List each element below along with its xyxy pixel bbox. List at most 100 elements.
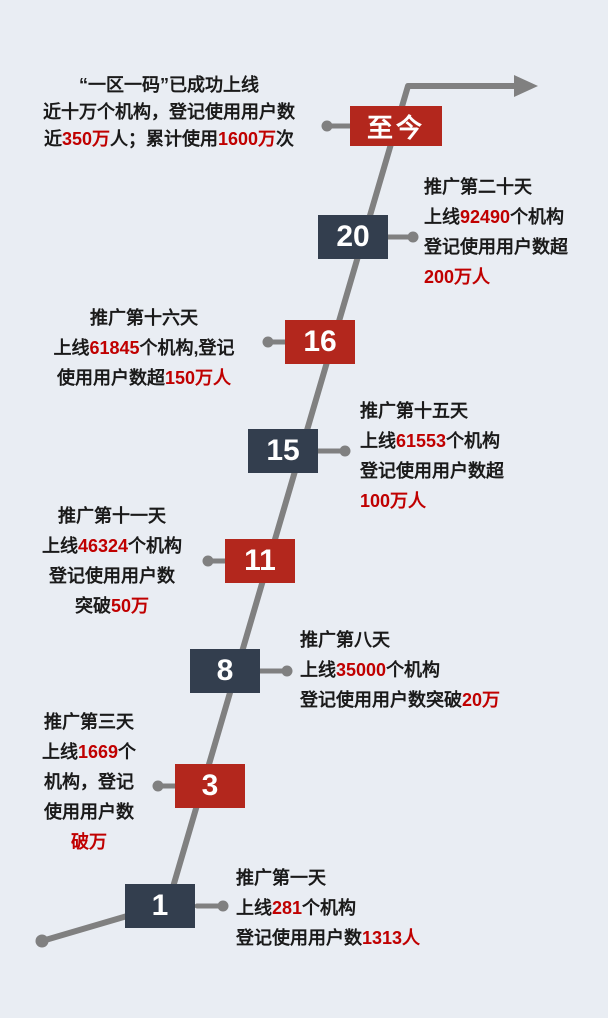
text-line: 200万人 xyxy=(424,262,604,292)
text-segment: 上线 xyxy=(360,431,396,451)
text-segment: 个机构 xyxy=(386,660,441,680)
milestone-text-today: “一区一码”已成功上线 近十万个机构，登记使用用户数 近350万人；累计使用16… xyxy=(14,72,324,153)
highlight-text: 1313人 xyxy=(362,928,421,948)
text-segment: 登记使用用户数 xyxy=(236,928,362,948)
highlight-text: 50万 xyxy=(110,596,150,616)
text-line: 推广第十六天 xyxy=(24,303,264,333)
text-line: 100万人 xyxy=(360,486,570,516)
text-segment: 上线 xyxy=(424,207,460,227)
text-segment: 推广第十五天 xyxy=(360,401,468,421)
text-line: 上线35000个机构 xyxy=(300,655,560,685)
text-line: 上线61845个机构,登记 xyxy=(24,333,264,363)
text-segment: “一区一码”已成功上线 xyxy=(79,75,259,95)
text-line: 推广第八天 xyxy=(300,625,560,655)
text-line: 登记使用用户数1313人 xyxy=(236,923,486,953)
text-line: 突破50万 xyxy=(20,591,204,621)
text-line: 上线46324个机构 xyxy=(20,531,204,561)
text-segment: 个机构 xyxy=(446,431,501,451)
text-line: 近350万人；累计使用1600万次 xyxy=(14,126,324,153)
text-segment: 个机构,登记 xyxy=(139,338,235,358)
highlight-text: 92490 xyxy=(460,207,511,227)
highlight-text: 100万人 xyxy=(360,491,427,511)
text-segment: 个机构 xyxy=(128,536,183,556)
connector-day20 xyxy=(385,231,419,243)
connector-day1 xyxy=(194,900,229,912)
text-line: 登记使用用户数超 xyxy=(424,232,604,262)
text-line: 推广第十一天 xyxy=(20,501,204,531)
highlight-text: 35000 xyxy=(336,660,387,680)
text-segment: 个机构 xyxy=(510,207,565,227)
milestone-box-day11: 11 xyxy=(225,539,295,583)
start-dot xyxy=(35,934,49,948)
text-segment: 推广第二十天 xyxy=(424,177,532,197)
connector-day16 xyxy=(262,336,288,348)
text-segment: 个机构 xyxy=(302,898,357,918)
text-segment: 推广第十六天 xyxy=(90,308,198,328)
milestone-box-day8: 8 xyxy=(190,649,260,693)
text-segment: 推广第八天 xyxy=(300,630,390,650)
connector-today xyxy=(321,120,353,132)
highlight-text: 281 xyxy=(272,898,303,918)
text-segment: 上线 xyxy=(300,660,336,680)
text-line: 上线61553个机构 xyxy=(360,426,570,456)
text-line: 上线1669个 xyxy=(16,737,162,767)
text-segment: 突破 xyxy=(74,596,111,616)
text-segment: 人；累计使用 xyxy=(110,129,218,149)
text-line: 推广第二十天 xyxy=(424,172,604,202)
text-line: 上线92490个机构 xyxy=(424,202,604,232)
highlight-text: 150万人 xyxy=(164,368,232,388)
text-segment: 登记使用用户数超 xyxy=(424,237,568,257)
text-segment: 上线 xyxy=(236,898,272,918)
highlight-text: 20万 xyxy=(462,690,501,710)
connector-day15 xyxy=(315,445,351,457)
text-segment: 登记使用用户数突破 xyxy=(300,690,462,710)
milestone-box-day3: 3 xyxy=(175,764,245,808)
text-segment: 推广第十一天 xyxy=(58,506,166,526)
milestone-text-day1: 推广第一天 上线281个机构 登记使用用户数1313人 xyxy=(236,863,486,953)
milestone-text-day20: 推广第二十天 上线92490个机构 登记使用用户数超 200万人 xyxy=(424,172,604,292)
text-line: 近十万个机构，登记使用用户数 xyxy=(14,99,324,126)
highlight-text: 350万 xyxy=(61,129,110,149)
text-line: 登记使用用户数 xyxy=(20,561,204,591)
milestone-text-day8: 推广第八天 上线35000个机构 登记使用用户数突破20万 xyxy=(300,625,560,715)
highlight-text: 1669 xyxy=(77,742,119,762)
text-line: 使用用户数 xyxy=(16,797,162,827)
text-segment: 上线 xyxy=(53,338,90,358)
highlight-text: 61845 xyxy=(89,338,140,358)
milestone-text-day16: 推广第十六天 上线61845个机构,登记 使用用户数超150万人 xyxy=(24,303,264,393)
connector-day11 xyxy=(202,555,228,567)
text-segment: 使用用户数超 xyxy=(56,368,165,388)
milestone-box-day15: 15 xyxy=(248,429,318,473)
highlight-text: 46324 xyxy=(77,536,129,556)
text-line: “一区一码”已成功上线 xyxy=(14,72,324,99)
text-segment: 个 xyxy=(118,742,137,762)
text-line: 推广第一天 xyxy=(236,863,486,893)
text-segment: 推广第一天 xyxy=(236,868,326,888)
milestone-box-today: 至今 xyxy=(350,106,442,146)
arrow-head-icon xyxy=(514,75,538,97)
text-segment: 推广第三天 xyxy=(44,712,134,732)
highlight-text: 200万人 xyxy=(424,267,491,287)
highlight-text: 破万 xyxy=(71,832,107,852)
milestone-box-day20: 20 xyxy=(318,215,388,259)
text-segment: 上线 xyxy=(41,742,78,762)
text-segment: 使用用户数 xyxy=(44,802,134,822)
text-line: 使用用户数超150万人 xyxy=(24,363,264,393)
text-segment: 近十万个机构，登记使用用户数 xyxy=(43,102,295,122)
text-segment: 次 xyxy=(276,129,295,149)
milestone-text-day15: 推广第十五天 上线61553个机构 登记使用用户数超 100万人 xyxy=(360,396,570,516)
timeline-path xyxy=(39,83,519,944)
text-line: 登记使用用户数超 xyxy=(360,456,570,486)
text-line: 登记使用用户数突破20万 xyxy=(300,685,560,715)
text-line: 机构，登记 xyxy=(16,767,162,797)
connector-day8 xyxy=(257,665,293,677)
milestone-text-day3: 推广第三天 上线1669个 机构，登记 使用用户数 破万 xyxy=(16,707,162,857)
connector-day3 xyxy=(152,780,178,792)
text-line: 推广第三天 xyxy=(16,707,162,737)
text-segment: 上线 xyxy=(41,536,78,556)
milestone-text-day11: 推广第十一天 上线46324个机构 登记使用用户数 突破50万 xyxy=(20,501,204,621)
text-line: 破万 xyxy=(16,827,162,857)
text-line: 上线281个机构 xyxy=(236,893,486,923)
